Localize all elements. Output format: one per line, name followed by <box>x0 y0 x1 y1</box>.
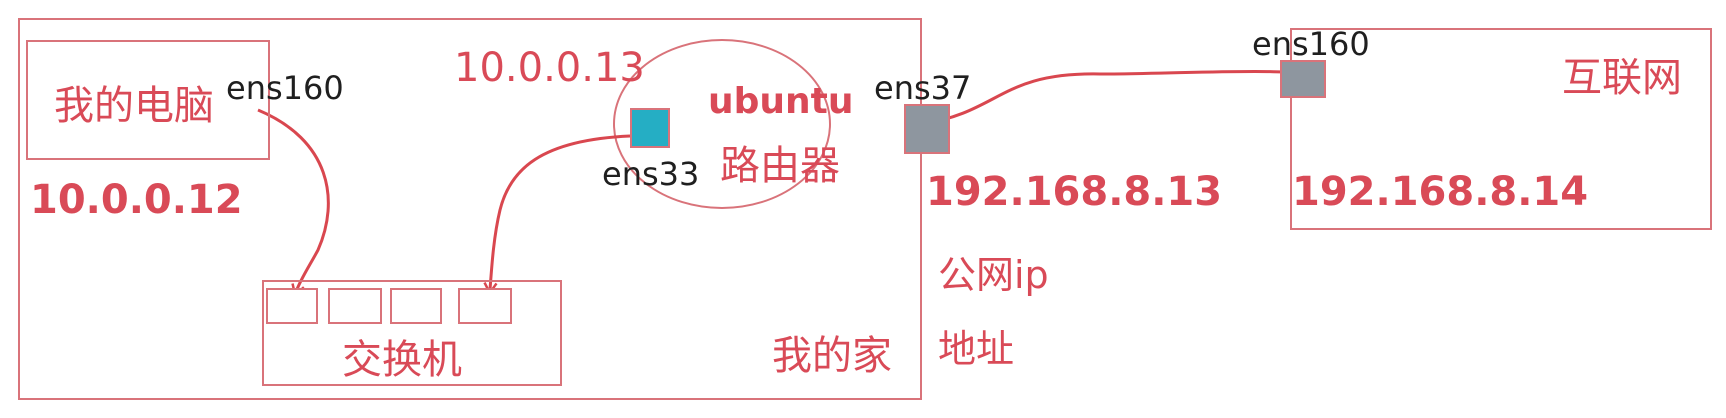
router-wan-ip-label: 192.168.8.13 <box>926 169 1223 215</box>
computer-box <box>26 40 270 160</box>
router-ellipse <box>613 39 831 209</box>
router-lan-iface-label: ens33 <box>602 155 700 193</box>
switch-port-3 <box>390 288 442 324</box>
public-ip-label-line2: 地址 <box>938 327 1015 371</box>
internet-ip-label: 192.168.8.14 <box>1292 169 1589 215</box>
home-label: 我的家 <box>772 333 892 379</box>
router-wan-port <box>904 104 950 154</box>
computer-label: 我的电脑 <box>54 83 214 129</box>
switch-port-2 <box>328 288 382 324</box>
internet-box <box>1290 28 1712 230</box>
switch-port-1 <box>266 288 318 324</box>
router-lan-ip-label: 10.0.0.13 <box>454 45 645 91</box>
computer-ip-label: 10.0.0.12 <box>30 177 243 223</box>
internet-port <box>1280 60 1326 98</box>
router-lan-port <box>630 108 670 148</box>
switch-label: 交换机 <box>342 337 462 383</box>
wire-router-to-internet <box>921 69 1283 126</box>
router-label: 路由器 <box>720 143 840 189</box>
wire-computer-to-switch <box>257 108 330 292</box>
wire-router-to-switch <box>490 134 631 290</box>
internet-label: 互联网 <box>1562 55 1682 101</box>
public-ip-label-line1: 公网ip <box>938 253 1049 297</box>
router-name-label: ubuntu <box>708 81 854 122</box>
router-wan-iface-label: ens37 <box>874 69 972 107</box>
switch-port-4 <box>458 288 512 324</box>
switch-box <box>262 280 562 386</box>
home-network-box <box>18 18 922 400</box>
internet-iface-label: ens160 <box>1252 25 1370 63</box>
computer-iface-label: ens160 <box>226 69 344 107</box>
